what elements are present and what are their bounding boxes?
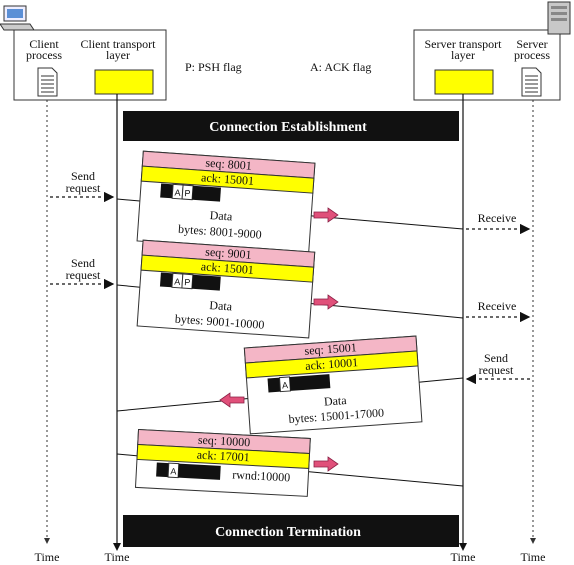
connection-termination-text: Connection Termination <box>215 525 361 540</box>
ack-field: ack: 17001 <box>196 448 250 465</box>
send-request-label: Send <box>484 351 508 365</box>
time-arrowhead <box>44 538 50 544</box>
ack-field: ack: 15001 <box>201 170 255 188</box>
data-label: Data <box>209 298 233 314</box>
data-label: Data <box>323 393 347 409</box>
time-arrowhead <box>530 538 536 544</box>
seq-field: seq: 9001 <box>205 245 252 262</box>
seq-field: seq: 8001 <box>205 156 252 173</box>
legend-psh-flag: P: PSH flag <box>185 60 242 74</box>
direction-arrow <box>313 294 339 310</box>
receive-label: Receive <box>478 211 517 225</box>
client-transport-label-1: Client transport <box>81 37 157 51</box>
segment-4: seq: 10000 ack: 17001 A rwnd:10000 <box>134 428 311 497</box>
seq-field: seq: 10000 <box>198 433 251 450</box>
client-transport-label-2: layer <box>106 48 130 62</box>
ack-flag: A <box>174 187 181 197</box>
client-process-label-2: process <box>26 48 62 62</box>
segment-1: seq: 8001 ack: 15001 A P Data bytes: 800… <box>136 150 316 254</box>
server-transport-label-2: layer <box>451 48 475 62</box>
segment-3: seq: 15001 ack: 10001 A Data bytes: 1500… <box>243 335 423 435</box>
connection-establishment-text: Connection Establishment <box>209 120 367 135</box>
server-tower-icon <box>547 1 571 35</box>
direction-arrow <box>219 392 245 408</box>
data-label: Data <box>209 208 233 224</box>
document-icon <box>37 67 58 97</box>
time-arrowhead <box>459 543 467 551</box>
bytes-label: bytes: 8001-9000 <box>178 222 262 242</box>
rwnd-label: rwnd:10000 <box>232 467 291 484</box>
document-icon <box>521 67 542 97</box>
client-process-label-1: Client <box>29 37 59 51</box>
laptop-icon <box>0 5 35 31</box>
client-transport-box <box>94 69 154 95</box>
ack-field: ack: 10001 <box>305 355 359 373</box>
ack-flag: A <box>282 380 289 390</box>
direction-arrow <box>313 207 339 223</box>
legend-ack-flag: A: ACK flag <box>310 60 371 74</box>
time-label: Time <box>451 550 476 564</box>
send-request-label: request <box>66 268 101 282</box>
server-transport-label-1: Server transport <box>425 37 503 51</box>
send-request-label: Send <box>71 169 95 183</box>
segment-2: seq: 9001 ack: 15001 A P Data bytes: 900… <box>136 239 316 339</box>
ack-field: ack: 15001 <box>200 259 254 277</box>
send-request-label: Send <box>71 256 95 270</box>
bytes-label: bytes: 15001-17000 <box>288 405 384 426</box>
time-label: Time <box>35 550 60 564</box>
psh-flag: P <box>184 188 191 198</box>
time-arrowhead <box>113 543 121 551</box>
ack-flag: A <box>170 466 177 476</box>
send-request-label: request <box>479 363 514 377</box>
connection-termination-banner <box>123 515 459 547</box>
ack-flag: A <box>174 276 181 286</box>
time-label: Time <box>105 550 130 564</box>
receive-label: Receive <box>478 299 517 313</box>
bytes-label: bytes: 9001-10000 <box>174 312 264 332</box>
time-label: Time <box>521 550 546 564</box>
server-process-label-1: Server <box>516 37 547 51</box>
psh-flag: P <box>184 277 191 287</box>
server-process-label-2: process <box>514 48 550 62</box>
send-request-label: request <box>66 181 101 195</box>
direction-arrow <box>313 456 339 472</box>
seq-field: seq: 15001 <box>304 340 357 358</box>
server-transport-box <box>434 69 494 95</box>
connection-establishment-banner <box>123 111 459 141</box>
